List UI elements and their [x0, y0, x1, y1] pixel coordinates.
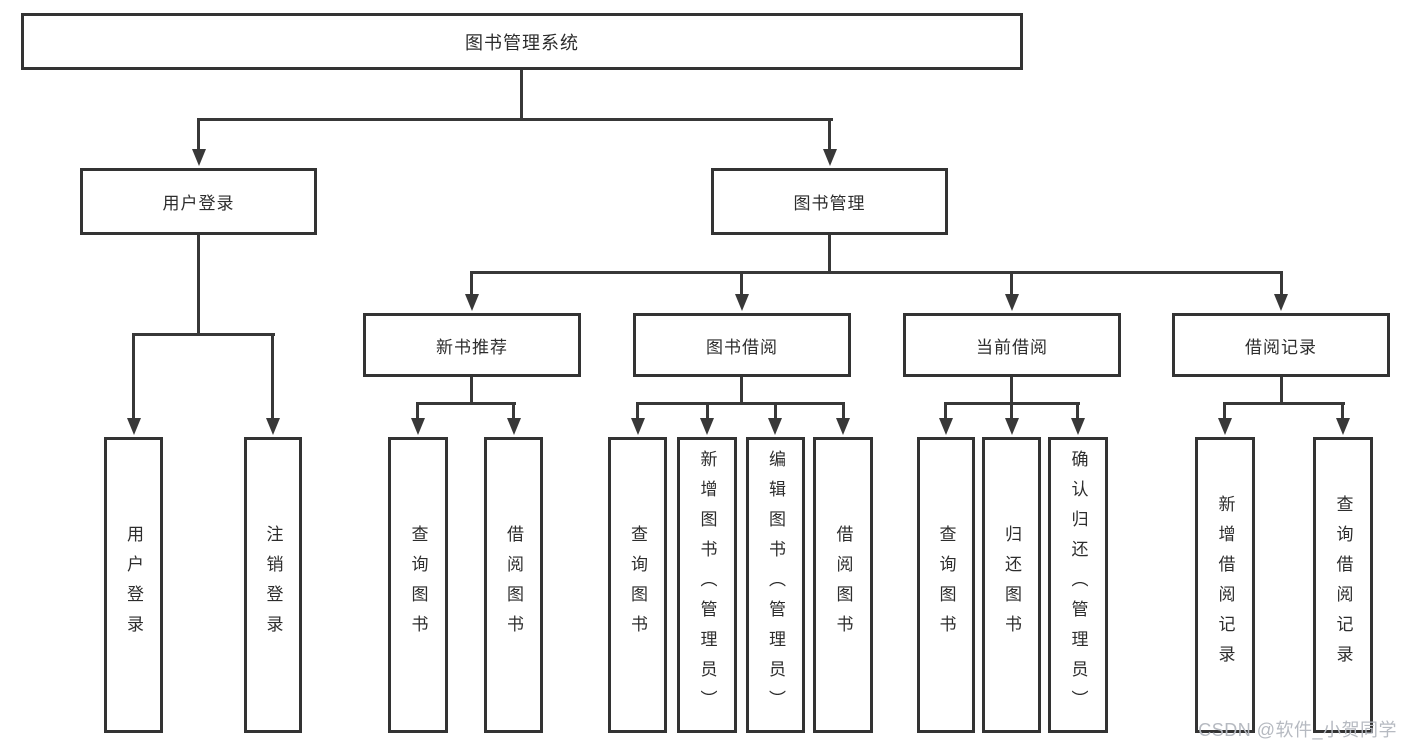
- connector-m4-rail: [1223, 402, 1345, 405]
- connector-root-rail: [197, 118, 833, 121]
- arrowhead: [507, 418, 521, 435]
- connector-mgmt-stem: [470, 271, 473, 296]
- connector-m3-stem: [1010, 402, 1013, 421]
- connector-mgmt-stub: [828, 235, 831, 273]
- connector-user-stem: [132, 333, 135, 419]
- arrowhead: [823, 149, 837, 166]
- leaf-borrowing-borrow-book: 借阅图书: [813, 437, 873, 733]
- arrowhead: [1218, 418, 1232, 435]
- leaf-current-confirm-return-admin: 确认归还（管理员）: [1048, 437, 1108, 733]
- connector-m3-stem: [944, 402, 947, 421]
- arrowhead: [127, 418, 141, 435]
- arrowhead: [465, 294, 479, 311]
- arrowhead: [192, 149, 206, 166]
- connector-m2-rail: [636, 402, 845, 405]
- arrowhead: [939, 418, 953, 435]
- leaf-records-add-record: 新增借阅记录: [1195, 437, 1255, 733]
- arrowhead: [1071, 418, 1085, 435]
- node-user-login-branch: 用户登录: [80, 168, 317, 235]
- arrowhead: [1274, 294, 1288, 311]
- connector-m1-stem: [416, 402, 419, 421]
- connector-root-to-user: [197, 118, 200, 152]
- connector-m2-stem: [636, 402, 639, 421]
- connector-mgmt-stem: [1010, 271, 1013, 296]
- node-book-management: 图书管理: [711, 168, 948, 235]
- leaf-current-query-book: 查询图书: [917, 437, 975, 733]
- connector-user-rail: [132, 333, 275, 336]
- leaf-borrowing-edit-book-admin: 编辑图书（管理员）: [746, 437, 805, 733]
- arrowhead: [411, 418, 425, 435]
- arrowhead: [735, 294, 749, 311]
- connector-m2-stem: [706, 402, 709, 421]
- node-current-borrowing: 当前借阅: [903, 313, 1121, 377]
- leaf-user-login: 用户登录: [104, 437, 163, 733]
- connector-m3-stem: [1076, 402, 1079, 421]
- leaf-borrowing-add-book-admin: 新增图书（管理员）: [677, 437, 737, 733]
- connector-m4-stem: [1341, 402, 1344, 421]
- connector-m2-stem: [842, 402, 845, 421]
- leaf-records-query-record: 查询借阅记录: [1313, 437, 1373, 733]
- node-book-borrowing: 图书借阅: [633, 313, 851, 377]
- node-library-system: 图书管理系统: [21, 13, 1023, 70]
- connector-mgmt-stem: [1280, 271, 1283, 296]
- node-new-book-recommend: 新书推荐: [363, 313, 581, 377]
- connector-m1-stub: [470, 377, 473, 404]
- connector-m2-stem: [774, 402, 777, 421]
- arrowhead: [266, 418, 280, 435]
- leaf-borrowing-query-book: 查询图书: [608, 437, 667, 733]
- csdn-watermark: CSDN @软件_小贺同学: [1198, 720, 1397, 740]
- connector-mgmt-stem: [740, 271, 743, 296]
- connector-m2-stub: [740, 377, 743, 404]
- connector-m3-stub: [1010, 377, 1013, 404]
- connector-m1-stem: [512, 402, 515, 421]
- connector-root-to-mgmt: [828, 118, 831, 152]
- node-borrowing-records: 借阅记录: [1172, 313, 1390, 377]
- leaf-logout: 注销登录: [244, 437, 302, 733]
- connector-m1-rail: [416, 402, 516, 405]
- leaf-current-return-book: 归还图书: [982, 437, 1041, 733]
- arrowhead: [1336, 418, 1350, 435]
- connector-m4-stub: [1280, 377, 1283, 404]
- arrowhead: [1005, 294, 1019, 311]
- arrowhead: [768, 418, 782, 435]
- arrowhead: [631, 418, 645, 435]
- arrowhead: [836, 418, 850, 435]
- connector-mgmt-rail: [470, 271, 1283, 274]
- connector-m4-stem: [1223, 402, 1226, 421]
- leaf-recommend-borrow-book: 借阅图书: [484, 437, 543, 733]
- connector-user-stub: [197, 235, 200, 335]
- arrowhead: [1005, 418, 1019, 435]
- leaf-recommend-query-book: 查询图书: [388, 437, 448, 733]
- arrowhead: [700, 418, 714, 435]
- connector-root-stub: [520, 70, 523, 120]
- connector-user-stem: [271, 333, 274, 419]
